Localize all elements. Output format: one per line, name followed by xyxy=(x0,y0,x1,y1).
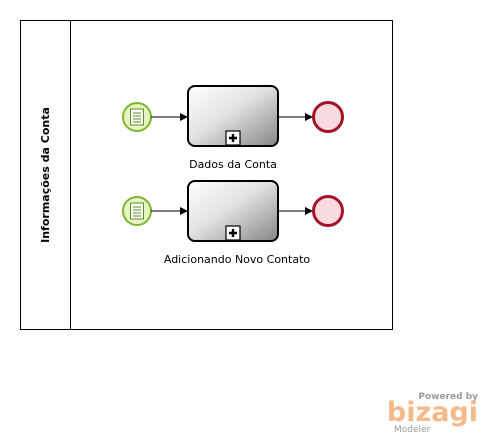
pool[interactable]: Informações da Conta xyxy=(20,20,393,330)
plus-icon xyxy=(225,225,241,241)
lane-title: Informações da Conta xyxy=(39,107,52,243)
task-label: Adicionando Novo Contato xyxy=(164,253,311,266)
bizagi-branding: Powered by bizagi Modeler xyxy=(387,392,478,435)
bizagi-logo: bizagi xyxy=(387,397,478,428)
start-event[interactable] xyxy=(122,102,152,132)
task-label: Dados da Conta xyxy=(189,158,277,171)
process-row: Adicionando Novo Contato xyxy=(122,180,344,266)
process-row: Dados da Conta xyxy=(122,85,344,171)
start-event[interactable] xyxy=(122,196,152,226)
subprocess-task[interactable] xyxy=(187,85,279,147)
plus-icon xyxy=(225,130,241,146)
end-event[interactable] xyxy=(312,195,344,227)
modeler-label: Modeler xyxy=(394,425,431,435)
message-document-icon xyxy=(130,108,144,126)
end-event[interactable] xyxy=(312,101,344,133)
subprocess-task[interactable] xyxy=(187,180,279,242)
message-document-icon xyxy=(130,202,144,220)
powered-by-label: Powered by xyxy=(418,392,478,402)
